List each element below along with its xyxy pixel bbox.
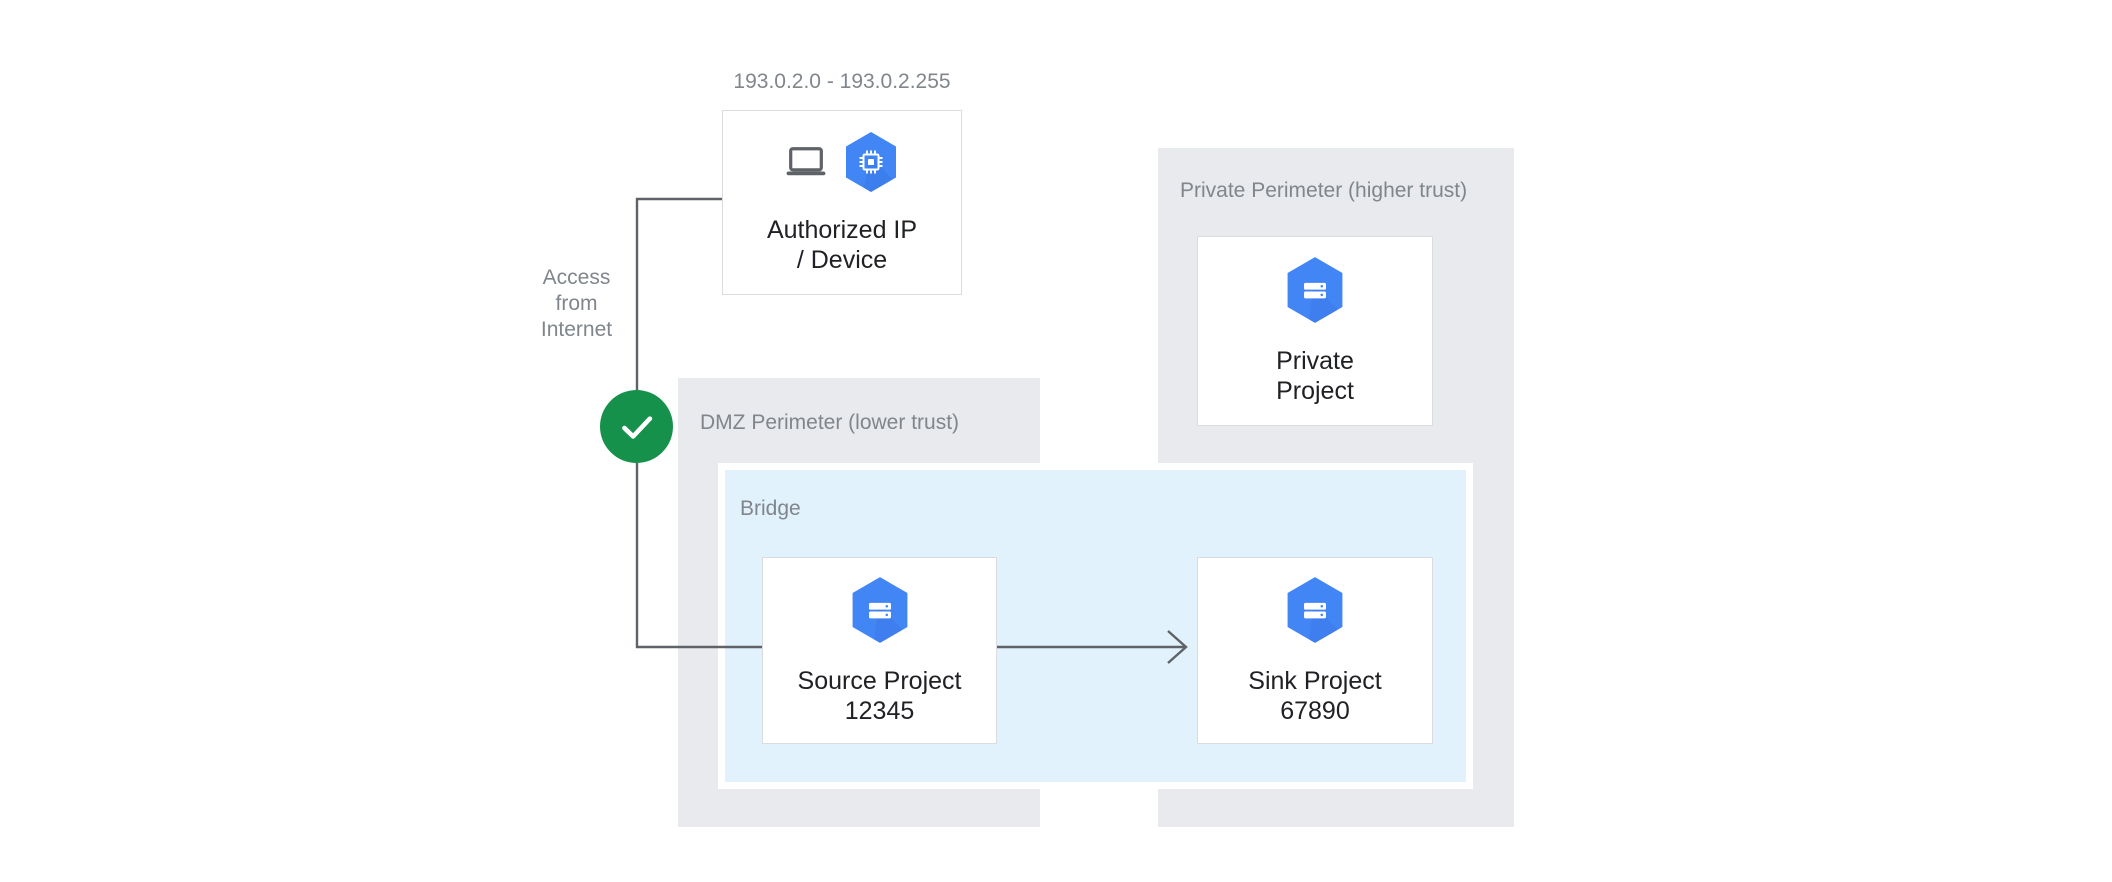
- node-source-project[interactable]: Source Project 12345: [762, 557, 997, 744]
- node-icon-group: [1284, 576, 1346, 644]
- bridge-label: Bridge: [740, 497, 801, 520]
- node-private-project-label: Private Project: [1276, 347, 1354, 405]
- project-hexagon-icon: [1284, 256, 1346, 324]
- node-private-project[interactable]: Private Project: [1197, 236, 1433, 426]
- node-sink-project[interactable]: Sink Project 67890: [1197, 557, 1433, 744]
- node-authorized-ip-device[interactable]: Authorized IP / Device: [722, 110, 962, 295]
- node-sink-project-label: Sink Project 67890: [1248, 666, 1382, 725]
- check-glyph: [621, 415, 652, 439]
- node-icon-group: [849, 576, 911, 644]
- compute-chip-hexagon-icon: [843, 131, 899, 193]
- project-hexagon-icon: [1284, 576, 1346, 644]
- perimeter-dmz-label: DMZ Perimeter (lower trust): [700, 411, 960, 434]
- ip-range-caption: 193.0.2.0 - 193.0.2.255: [733, 70, 951, 93]
- node-icon-group: [1284, 256, 1346, 324]
- node-authorized-ip-device-label: Authorized IP / Device: [766, 215, 918, 274]
- check-circle-icon: [600, 390, 673, 463]
- laptop-icon: [785, 145, 827, 179]
- project-hexagon-icon: [849, 576, 911, 644]
- perimeter-private-label: Private Perimeter (higher trust): [1180, 179, 1468, 202]
- node-icon-group: [785, 131, 899, 193]
- access-from-internet-label: Access from Internet: [540, 266, 613, 341]
- node-source-project-label: Source Project 12345: [797, 666, 962, 725]
